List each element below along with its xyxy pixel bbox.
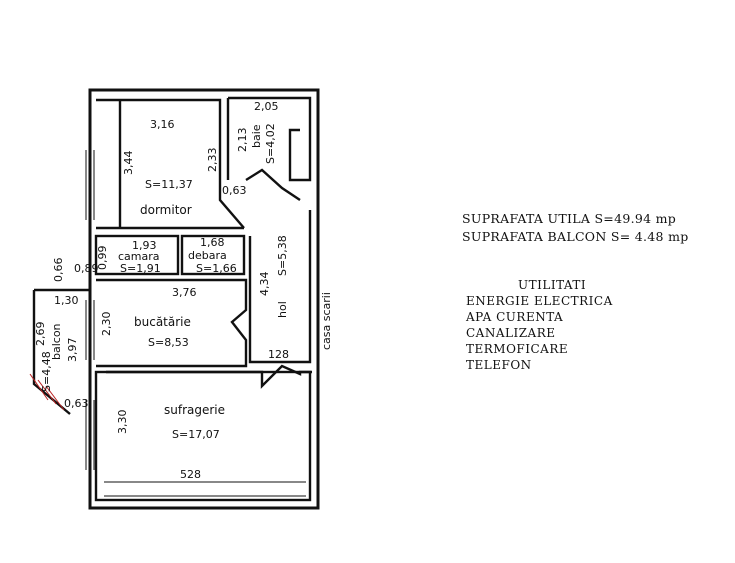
debara-area: S=1,66 [196,262,237,275]
balcon-top-b: 0,89 [74,262,99,275]
dormitor-area: S=11,37 [145,178,193,191]
dormitor-width: 3,16 [150,118,175,131]
balcony-area: SUPRAFATA BALCON S= 4.48 mp [462,229,689,244]
usable-area: SUPRAFATA UTILA S=49.94 mp [462,211,677,226]
utilities-list: UTILITATI ENERGIE ELECTRICA APA CURENTA … [466,277,613,373]
debara-label: debara [188,249,227,262]
sufragerie-area: S=17,07 [172,428,220,441]
baie-width: 2,05 [254,100,279,113]
utility-item: TELEFON [466,358,532,372]
windows [85,150,306,497]
balcon-door: 0,63 [64,397,89,410]
dormitor-side: 2,33 [206,148,219,173]
baie-label: baie [250,124,263,148]
bucatarie-area: S=8,53 [148,336,189,349]
utility-item: TERMOFICARE [466,342,569,356]
hol-label: hol [276,301,289,318]
utility-item: ENERGIE ELECTRICA [466,294,613,308]
balcon-top-width: 1,30 [54,294,79,307]
hol-width: 128 [268,348,289,361]
dormitor-height: 3,44 [122,151,135,176]
balcon-length: 2,69 [34,322,47,347]
bucatarie-label: bucătărie [134,315,191,329]
balcon-top-a: 0,66 [52,258,65,283]
camara-height: 0,99 [96,246,109,271]
dormitor-door: 0,63 [222,184,247,197]
camara-label: camara [118,250,160,263]
hol-length: 4,34 [258,272,271,297]
casa-scarii-label: casa scarii [320,292,333,350]
bucatarie-height: 2,30 [100,312,113,337]
area-summary: SUPRAFATA UTILA S=49.94 mp SUPRAFATA BAL… [462,210,689,246]
debara-width: 1,68 [200,236,225,249]
sufragerie-label: sufragerie [164,403,225,417]
walls [32,88,320,510]
camara-width: 1,93 [132,239,157,252]
dormitor-label: dormitor [140,203,192,217]
baie-area: S=4,02 [264,123,277,164]
utilities-title: UTILITATI [518,278,587,292]
baie-height: 2,13 [236,128,249,153]
camara-area: S=1,91 [120,262,161,275]
hol-area: S=5,38 [276,235,289,276]
sufragerie-height: 3,30 [116,410,129,435]
balcon-area: S=4,48 [40,351,53,392]
utility-item: APA CURENTA [466,310,564,324]
bucatarie-width: 3,76 [172,286,197,299]
balcony-hatch [29,373,65,411]
sufragerie-width: 528 [180,468,201,481]
balcon-label: balcon [50,323,63,360]
balcon-height: 3,97 [66,338,79,363]
utility-item: CANALIZARE [466,326,556,340]
